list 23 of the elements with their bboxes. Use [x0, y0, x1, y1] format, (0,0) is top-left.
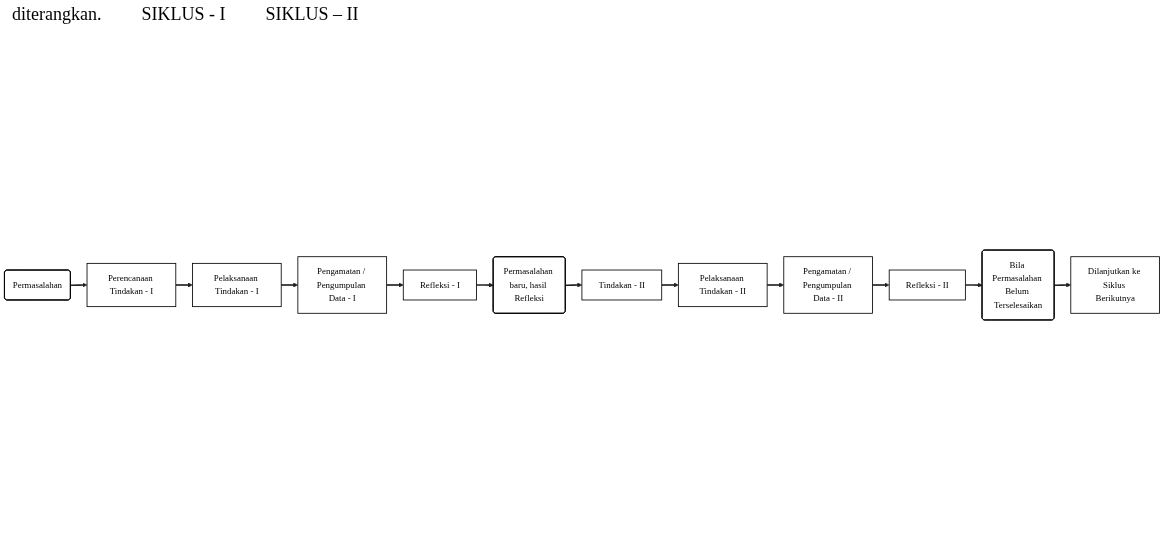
node-box: Refleksi - II [888, 269, 966, 301]
node-box: Pengamatan / Pengumpulan Data - I [297, 256, 388, 314]
arrow [766, 282, 784, 288]
node-box: Pengamatan / Pengumpulan Data - II [783, 256, 873, 314]
node-box: Pelaksanaan Tindakan - II [677, 262, 768, 308]
note-text: diterangkan. [12, 4, 102, 26]
arrow [280, 282, 299, 288]
arrow [385, 282, 404, 288]
node-box: Dilanjutkan ke Siklus Berikutnya [1070, 256, 1160, 314]
note-text: SIKLUS - I [141, 4, 226, 26]
note-text: SIKLUS – II [265, 4, 359, 26]
node-box: Perencanaan Tindakan - I [86, 262, 177, 308]
arrow [475, 282, 494, 288]
arrow [174, 282, 193, 288]
node-box: Refleksi - I [402, 269, 477, 301]
arrow [564, 282, 583, 288]
node-box: Tindakan - II [581, 269, 663, 301]
arrow [1053, 282, 1071, 288]
arrow [871, 282, 890, 288]
node-box: Pelaksanaan Tindakan - I [192, 262, 282, 308]
arrow [660, 282, 679, 288]
arrow [69, 282, 88, 288]
arrow [964, 282, 983, 288]
